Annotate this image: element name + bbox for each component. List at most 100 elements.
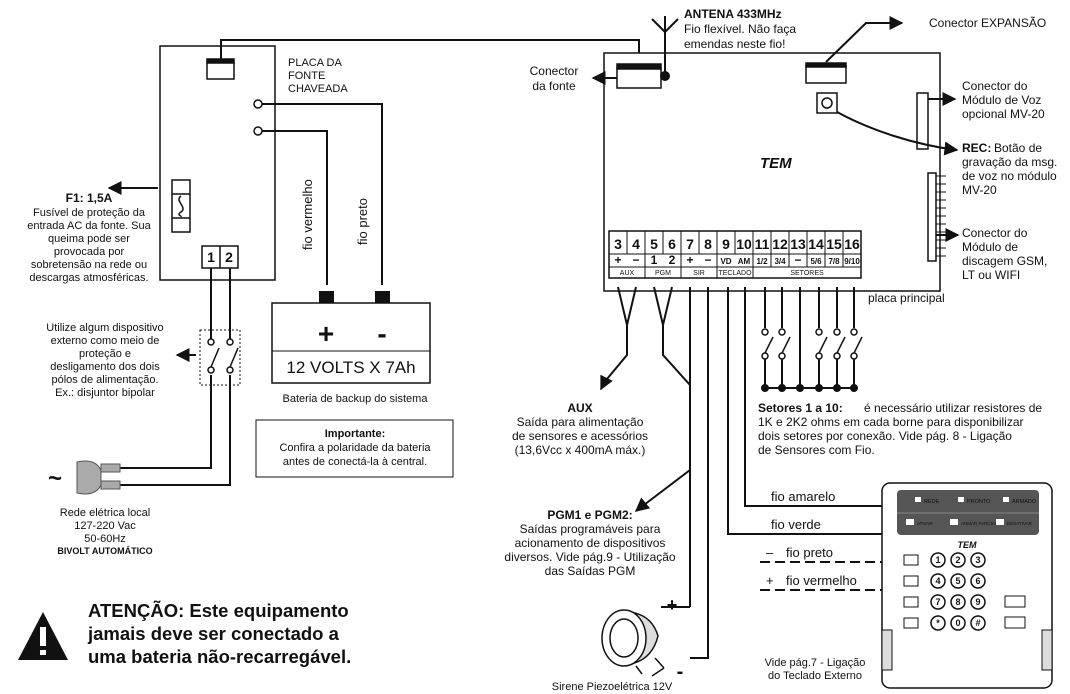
terminal-sub-label: 9/10 — [844, 257, 860, 266]
ac-symbol: ~ — [48, 465, 62, 492]
siren-plus: + — [667, 595, 678, 615]
antenna-icon — [651, 16, 679, 81]
setores-line1: é necessário utilizar resistores de — [864, 401, 1042, 415]
status-label: ARMADO — [1012, 499, 1037, 505]
terminal-group-sir: SIR — [693, 270, 705, 277]
keypad-key[interactable] — [950, 615, 966, 631]
warning-line2: jamais deve ser conectado a — [87, 623, 340, 644]
terminal-number: 10 — [736, 236, 752, 252]
psu-label-line2: FONTE — [288, 70, 325, 82]
keypad-key-label: 6 — [975, 576, 980, 586]
keypad-key[interactable] — [930, 594, 946, 610]
keypad-key[interactable] — [930, 615, 946, 631]
fuse-title: F1: 1,5A — [66, 191, 113, 205]
terminal-number: 5 — [650, 236, 658, 252]
fuse-line3: queima pode ser — [48, 233, 130, 245]
expansion-label: Conector EXPANSÃO — [929, 16, 1046, 30]
wire-yellow-label: fio amarelo — [771, 489, 835, 504]
battery — [271, 302, 431, 384]
switch-contact — [761, 328, 769, 336]
switch-contact — [815, 328, 823, 336]
aux-line3: (13,6Vcc x 400mA máx.) — [515, 443, 646, 457]
status-led — [1003, 497, 1009, 502]
mains-line2: 127-220 Vac — [74, 520, 136, 532]
keypad-key-label: 8 — [955, 597, 960, 607]
terminal-sub-label: 1 — [651, 253, 658, 267]
psu-terminal-2: 2 — [225, 249, 233, 265]
wire-red-keypad-label: fio vermelho — [786, 573, 857, 588]
keypad-wires — [727, 287, 887, 535]
mode-key[interactable] — [950, 519, 958, 525]
terminal-number: 4 — [632, 236, 640, 252]
keypad-power-wires — [760, 561, 890, 591]
psu-label-line3: CHAVEADA — [288, 83, 348, 95]
function-key[interactable] — [903, 596, 919, 608]
setores-line2: 1K e 2K2 ohms em cada borne para disponi… — [758, 415, 1024, 429]
sensor-switches — [761, 287, 863, 392]
terminal-sub-label: 3/4 — [774, 257, 786, 266]
keypad-brand: TEM — [958, 540, 978, 550]
keypad-key[interactable] — [970, 594, 986, 610]
rec-line1: Botão de — [994, 141, 1042, 155]
breaker-line1: Utilize algum dispositivo — [46, 322, 163, 334]
terminal-group-setores: SETORES — [790, 270, 824, 277]
keypad-key-label: # — [975, 618, 980, 628]
battery-minus: - — [377, 318, 386, 349]
switch-contact — [761, 352, 769, 360]
rec-bold: REC: — [962, 141, 991, 155]
terminal-sub-label: − — [632, 253, 639, 267]
pgm-line2: acionamento de dispositivos — [515, 536, 666, 550]
terminal-number: 8 — [704, 236, 712, 252]
power-supply-board — [159, 45, 276, 281]
important-line1: Confira a polaridade da bateria — [279, 442, 431, 454]
terminal-number: 13 — [790, 236, 806, 252]
keypad-key-label: 5 — [955, 576, 960, 586]
battery-plus: + — [318, 318, 334, 349]
power-connector-line2: da fonte — [532, 79, 576, 93]
keypad-key[interactable] — [930, 573, 946, 589]
terminal-number: 6 — [668, 236, 676, 252]
function-key[interactable] — [903, 617, 919, 629]
power-connector-line1: Conector — [530, 64, 579, 78]
status-led — [915, 497, 921, 502]
status-label: PRONTO — [967, 499, 991, 505]
keypad-key-label: 3 — [975, 555, 980, 565]
important-title: Importante: — [325, 428, 386, 440]
aux-line1: Saída para alimentação — [517, 415, 644, 429]
terminal-group-pgm: PGM — [655, 270, 671, 277]
mains-line1: Rede elétrica local — [60, 507, 151, 519]
status-label: REDE — [924, 499, 940, 505]
gsm-line1: Conector do — [962, 226, 1028, 240]
keypad-key[interactable] — [970, 552, 986, 568]
mode-key[interactable] — [906, 519, 914, 525]
keypad-key[interactable] — [950, 573, 966, 589]
function-key[interactable] — [903, 575, 919, 587]
switch-lever — [764, 336, 774, 354]
keypad-key-label: 9 — [975, 597, 980, 607]
warning-line3: uma bateria não-recarregável. — [88, 646, 351, 667]
important-box — [255, 419, 454, 478]
main-board-label: placa principal — [868, 291, 945, 305]
keypad-key[interactable] — [950, 594, 966, 610]
side-key[interactable] — [1004, 616, 1026, 629]
keypad-key[interactable] — [970, 615, 986, 631]
mode-label: ATIVAR — [917, 521, 933, 526]
mains-line4: BIVOLT AUTOMÁTICO — [57, 546, 152, 556]
voice-line1: Conector do — [962, 79, 1028, 93]
mode-key[interactable] — [996, 519, 1004, 525]
terminal-number: 14 — [808, 236, 824, 252]
breaker-line2: externo como meio de — [51, 335, 160, 347]
side-key[interactable] — [1004, 595, 1026, 608]
switch-lever — [836, 336, 846, 354]
keypad-key[interactable] — [930, 552, 946, 568]
wire-green-label: fio verde — [771, 517, 821, 532]
switch-contact — [778, 352, 786, 360]
keypad-key[interactable] — [970, 573, 986, 589]
function-key[interactable] — [903, 554, 919, 566]
keypad-key[interactable] — [950, 552, 966, 568]
ac-wires — [120, 268, 231, 486]
setores-bold: Setores 1 a 10: — [758, 401, 843, 415]
pgm-line4: das Saídas PGM — [545, 564, 636, 578]
keypad-key-label: 1 — [935, 555, 940, 565]
siren-minus: - — [677, 661, 684, 683]
